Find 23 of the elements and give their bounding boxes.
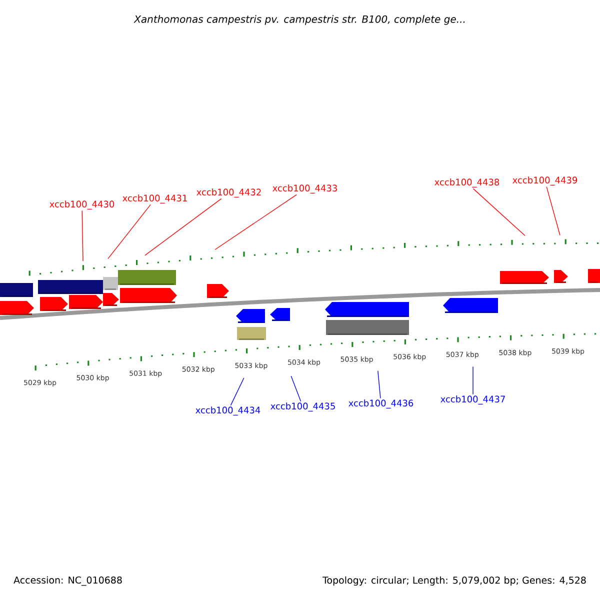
leader-line [472, 188, 526, 236]
gene-label: xccb100_4435 [270, 402, 335, 412]
gene-label: xccb100_4433 [272, 184, 337, 194]
title: Xanthomonas campestris pv. campestris str. B100, complete ge... [134, 15, 465, 25]
footer-text: Accession: NC_010688 [14, 576, 122, 586]
footer-text: Topology: circular; Length: 5,079,002 bp; Genes: 4,528 [322, 576, 586, 586]
leader-line [108, 204, 151, 260]
leader-line [546, 186, 560, 236]
gene-label: xccb100_4434 [196, 406, 260, 416]
leader-line [378, 370, 381, 399]
gene-label: xccb100_4438 [434, 178, 500, 188]
gene-label: xccb100_4431 [122, 194, 187, 204]
leader-line [472, 366, 474, 395]
gene-label: xccb100_4437 [440, 396, 505, 404]
gene-label: xccb100_4430 [50, 200, 114, 210]
leader-line [230, 378, 244, 406]
leader-line [214, 194, 297, 250]
gene-label: xccb100_4439 [512, 176, 578, 186]
gene-label: xccb100_4436 [348, 400, 414, 408]
leader-line [82, 210, 84, 262]
gene-label: xccb100_4432 [196, 188, 261, 198]
leader-line [290, 376, 302, 402]
leader-line [144, 198, 222, 256]
